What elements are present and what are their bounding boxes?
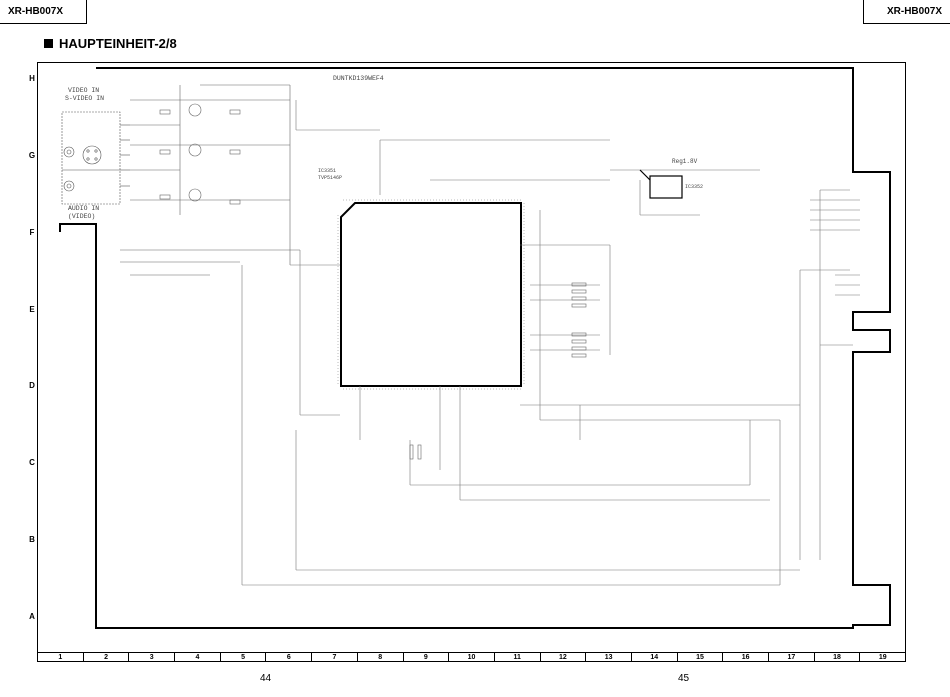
column-label: 15: [678, 653, 724, 661]
page-title-text: HAUPTEINHEIT-2/8: [59, 36, 177, 51]
title-bullet-icon: [44, 39, 53, 48]
input-connector: [61, 111, 130, 205]
column-label: 19: [878, 654, 887, 661]
page-title: HAUPTEINHEIT-2/8: [44, 36, 177, 51]
svideo-in-label: S-VIDEO IN: [65, 95, 104, 102]
column-label: 17: [769, 653, 815, 661]
audio-in-label: AUDIO IN: [68, 205, 99, 212]
column-label: 6: [266, 653, 313, 661]
column-label: 1: [38, 653, 84, 661]
audio-in-sub-label: (VIDEO): [68, 213, 95, 220]
column-label: 5: [221, 653, 267, 661]
regulator-label: Reg1.8V: [672, 158, 698, 165]
transistor-stages: [120, 84, 300, 276]
row-label-f: F: [29, 228, 35, 237]
page-number-left: 44: [260, 673, 272, 684]
schematic-border: [59, 67, 891, 629]
signal-wiring: [241, 100, 860, 586]
column-label: 10: [449, 653, 495, 661]
regulator-ic: [639, 169, 683, 199]
resistor-banks: [409, 282, 587, 460]
column-label: 14: [632, 653, 678, 661]
row-label-c: C: [29, 458, 35, 467]
column-label: 18: [815, 653, 861, 661]
ic-main-part: TVP5146P: [318, 175, 342, 181]
column-label: 3: [129, 653, 176, 661]
row-label-e: E: [29, 305, 35, 314]
column-label: 4: [175, 653, 221, 661]
column-label: 9: [404, 653, 450, 661]
video-in-label: VIDEO IN: [68, 87, 99, 94]
page-number-right: 45: [678, 673, 690, 684]
model-number-left: XR-HB007X: [0, 0, 87, 24]
row-label-d: D: [29, 381, 35, 390]
column-index-bar: 1 2 3 4 5 6 7 8 9 10 11 12 13 14 15 16 1…: [37, 652, 906, 662]
column-label: 13: [586, 653, 632, 661]
column-label: 12: [541, 653, 587, 661]
row-label-b: B: [29, 535, 35, 544]
column-label: 8: [358, 653, 404, 661]
row-label-h: H: [29, 74, 35, 83]
part-number-label: DUNTKD139WEF4: [333, 75, 384, 82]
column-label: 7: [312, 653, 358, 661]
model-number-right: XR-HB007X: [863, 0, 950, 24]
column-label: 11: [495, 653, 541, 661]
row-label-a: A: [29, 612, 35, 621]
column-label: 16: [723, 653, 769, 661]
main-ic-tvp5146: [337, 199, 525, 390]
ic-reg-ref: IC3352: [685, 184, 703, 190]
column-label: 2: [84, 653, 130, 661]
row-label-g: G: [28, 151, 36, 160]
ic-main-ref: IC3351: [318, 168, 336, 174]
